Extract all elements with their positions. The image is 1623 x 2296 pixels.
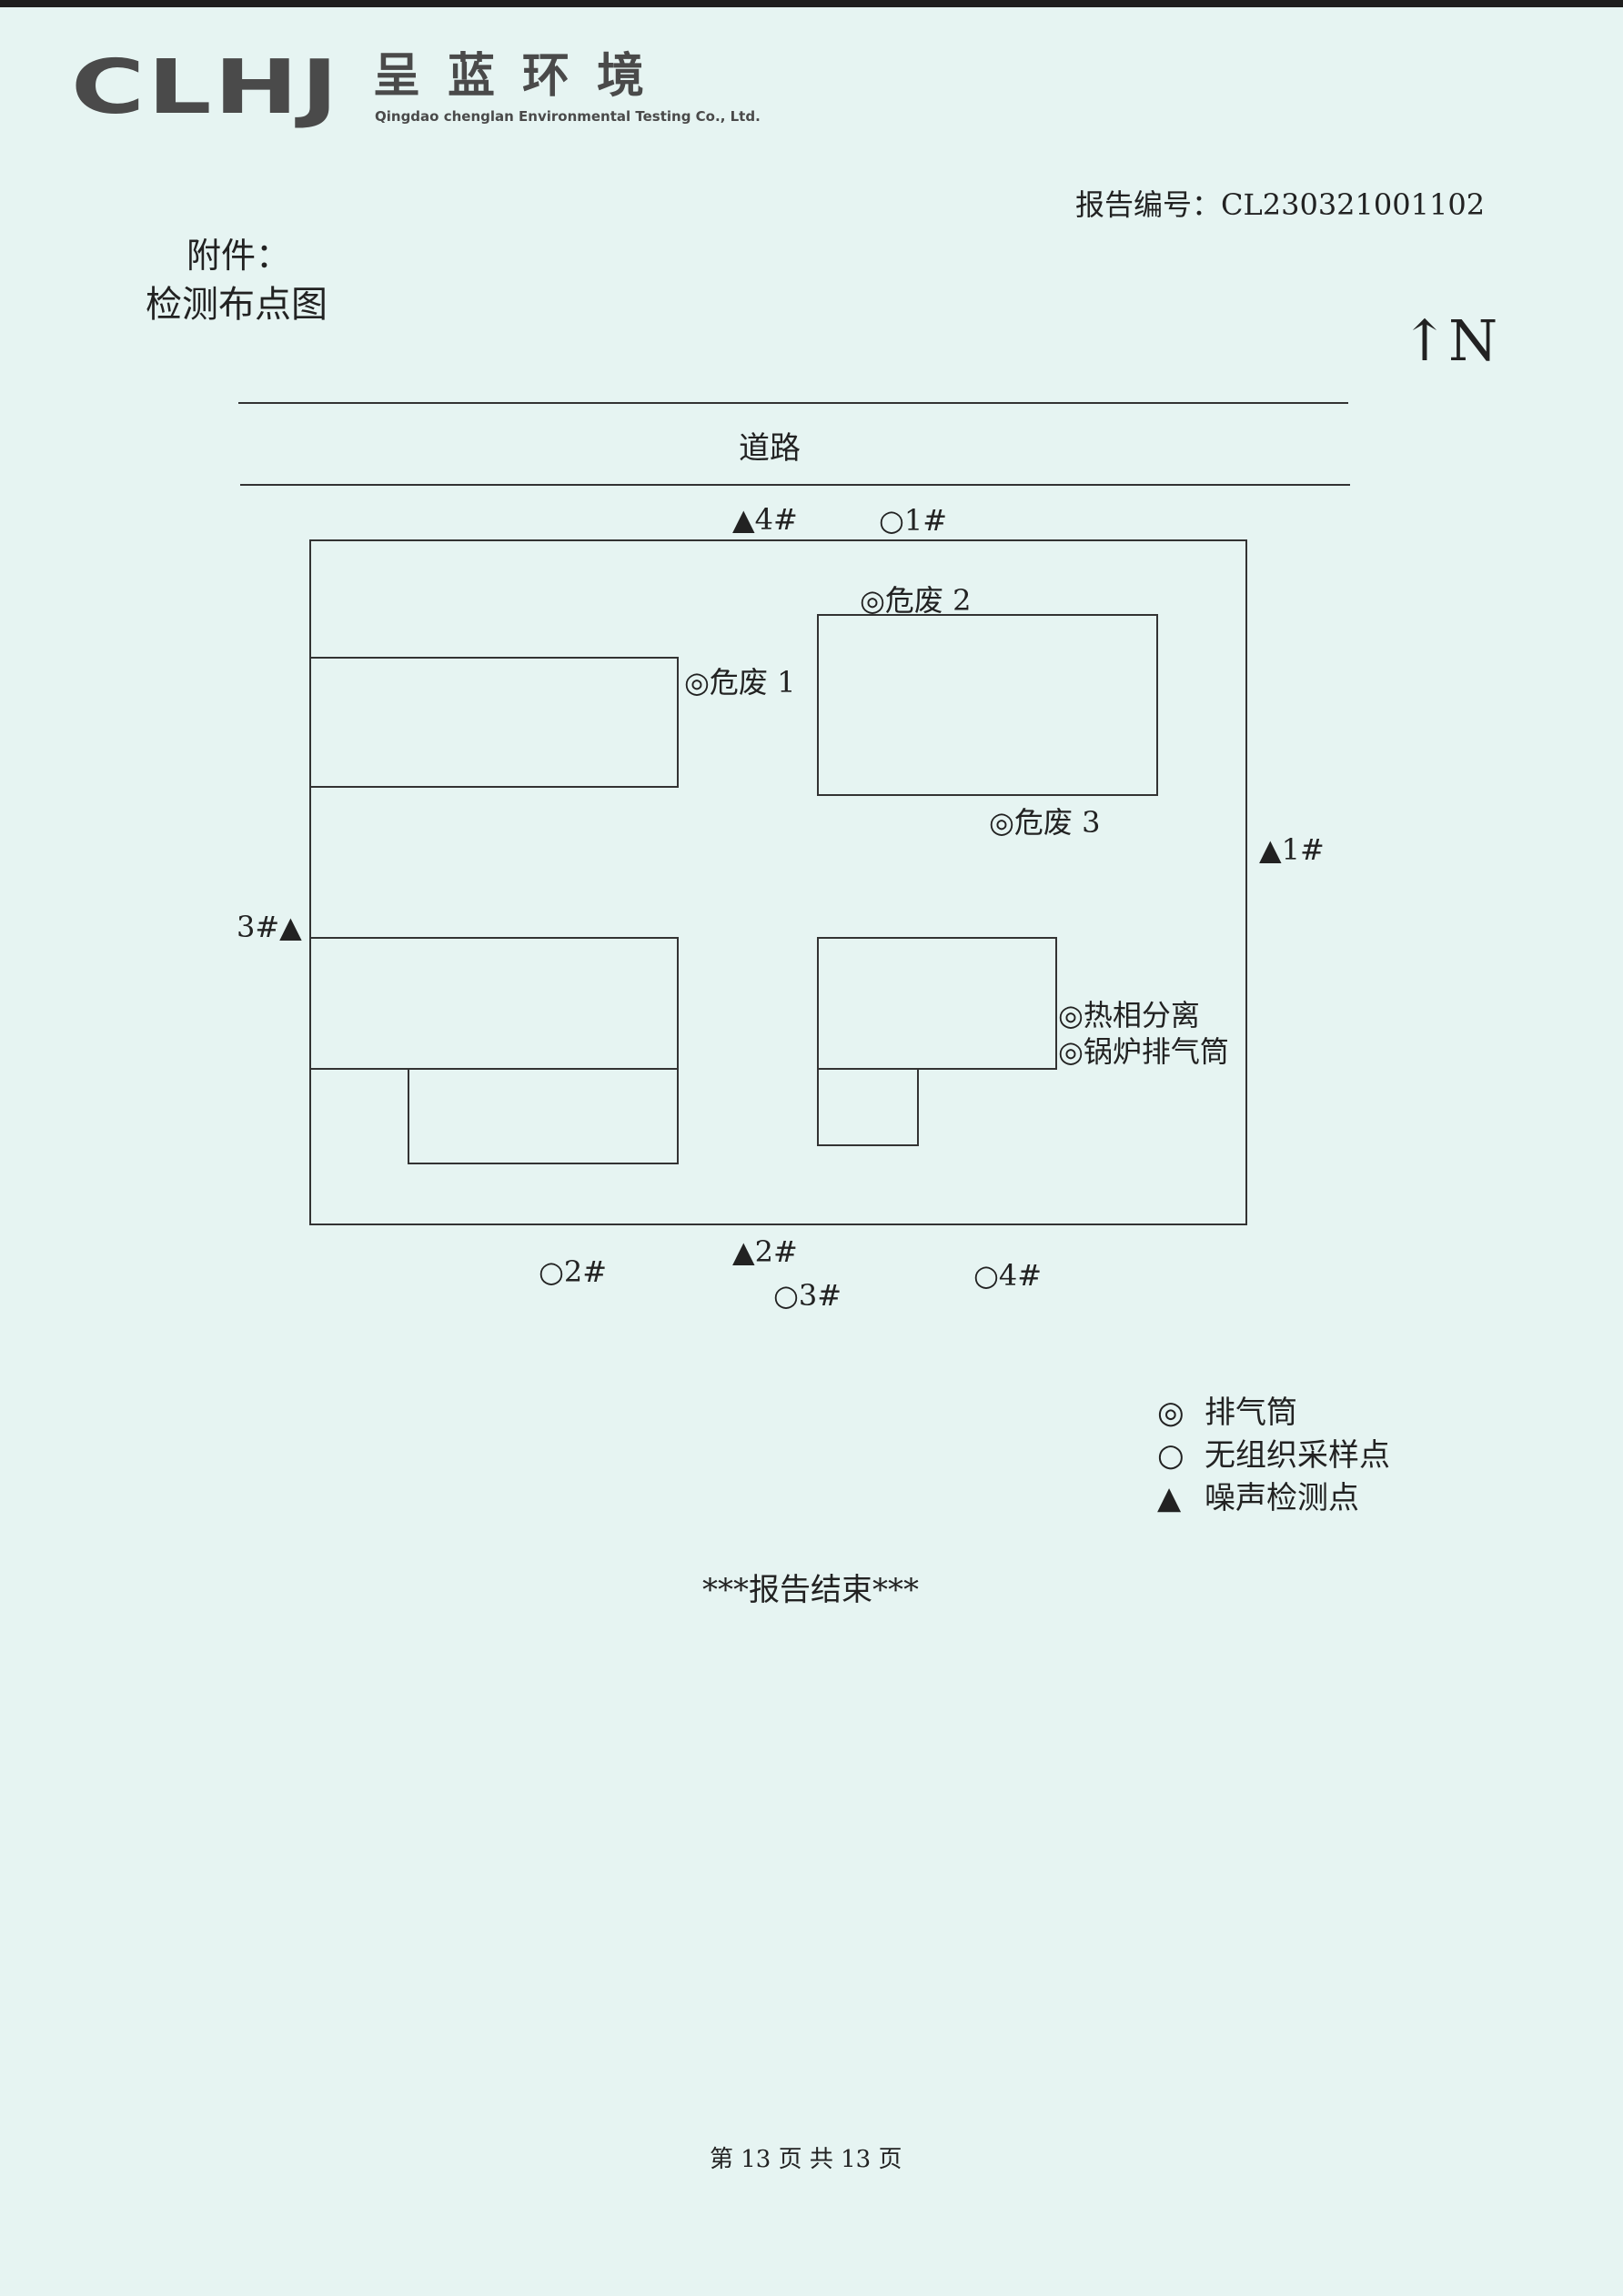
circle-icon: ○ [973, 1258, 999, 1293]
noise-point-1: ▲1# [1259, 832, 1325, 867]
double-circle-icon: ◎ [860, 583, 885, 618]
building-nw [309, 657, 679, 788]
road-label: 道路 [739, 430, 801, 467]
triangle-icon: ▲ [279, 910, 302, 944]
double-circle-icon: ◎ [1058, 998, 1084, 1032]
building-sw-annex [408, 1068, 679, 1164]
double-circle-icon: ◎ [989, 805, 1014, 840]
site-boundary [309, 539, 1247, 1225]
company-logo-mark: CLHJ [71, 45, 341, 131]
company-logo-chinese: 呈蓝环境 [373, 49, 672, 104]
north-arrow: ↑N [1401, 307, 1498, 374]
report-number: 报告编号：CL230321001102 [1075, 187, 1486, 222]
air-point-1: ○1# [879, 503, 948, 538]
building-se-annex [817, 1068, 919, 1146]
attachment-label: 附件： [186, 236, 291, 276]
circle-icon: ○ [539, 1254, 564, 1289]
noise-point-2: ▲2# [732, 1234, 798, 1269]
legend-item-stack: ◎排气筒 [1157, 1395, 1297, 1431]
building-se [817, 937, 1057, 1070]
road-edge-top [238, 402, 1348, 404]
double-circle-icon: ◎ [1157, 1395, 1184, 1431]
stack-thermal-separation: ◎热相分离 [1058, 998, 1200, 1032]
road-edge-bottom [240, 484, 1350, 486]
circle-icon: ○ [879, 503, 904, 538]
air-point-3: ○3# [773, 1278, 842, 1313]
double-circle-icon: ◎ [684, 665, 710, 700]
page-footer: 第 13 页 共 13 页 [710, 2146, 902, 2173]
triangle-icon: ▲ [732, 502, 755, 537]
top-border [0, 0, 1623, 7]
stack-haz-3: ◎危废 3 [989, 805, 1101, 840]
stack-haz-2: ◎危废 2 [860, 583, 972, 618]
company-logo-english: Qingdao chenglan Environmental Testing C… [375, 108, 761, 125]
circle-icon: ○ [1157, 1437, 1184, 1474]
legend-item-air: ○无组织采样点 [1157, 1437, 1390, 1474]
building-sw [309, 937, 679, 1070]
legend-item-noise: ▲噪声检测点 [1157, 1480, 1359, 1516]
report-end: ***报告结束*** [702, 1572, 919, 1608]
air-point-4: ○4# [973, 1258, 1043, 1293]
air-point-2: ○2# [539, 1254, 608, 1289]
triangle-icon: ▲ [1157, 1480, 1182, 1516]
circle-icon: ○ [773, 1278, 799, 1313]
noise-point-3: 3#▲ [237, 910, 302, 944]
building-ne [817, 614, 1158, 796]
stack-haz-1: ◎危废 1 [684, 665, 796, 700]
double-circle-icon: ◎ [1058, 1034, 1084, 1069]
stack-boiler: ◎锅炉排气筒 [1058, 1034, 1229, 1069]
triangle-icon: ▲ [732, 1234, 755, 1269]
attachment-title: 检测布点图 [146, 284, 328, 326]
triangle-icon: ▲ [1259, 832, 1282, 867]
noise-point-4: ▲4# [732, 502, 798, 537]
